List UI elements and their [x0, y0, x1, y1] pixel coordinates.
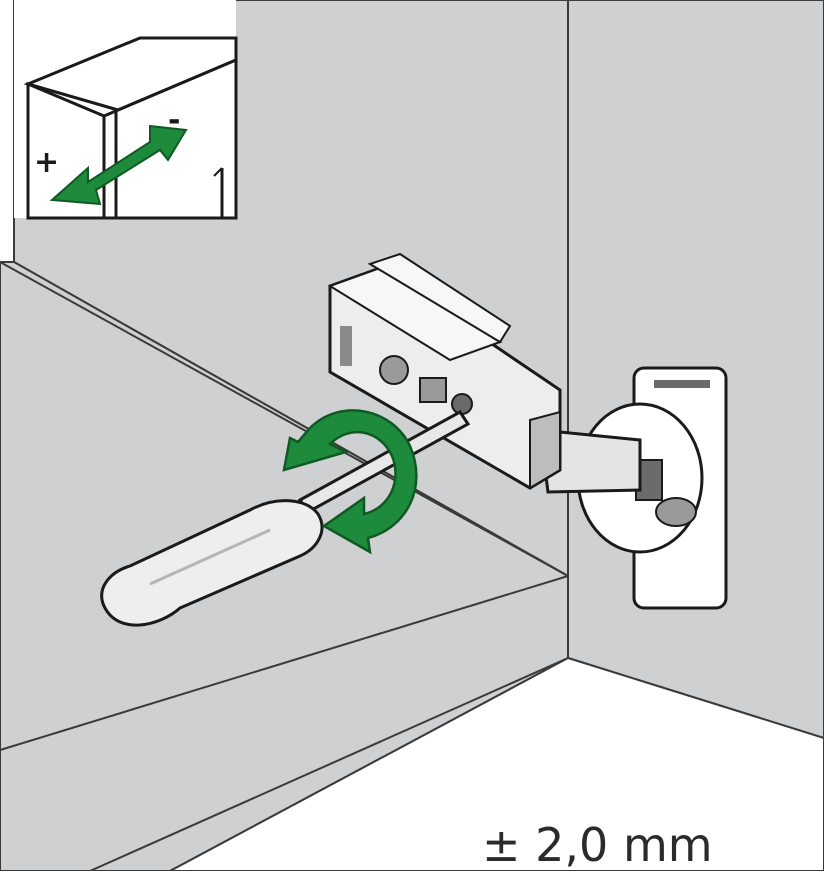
minus-label: - [168, 106, 180, 136]
inset-cabinet-illustration [14, 0, 236, 218]
plus-label: + [34, 148, 59, 178]
adjustment-value-label: ± 2,0 mm [482, 822, 713, 868]
